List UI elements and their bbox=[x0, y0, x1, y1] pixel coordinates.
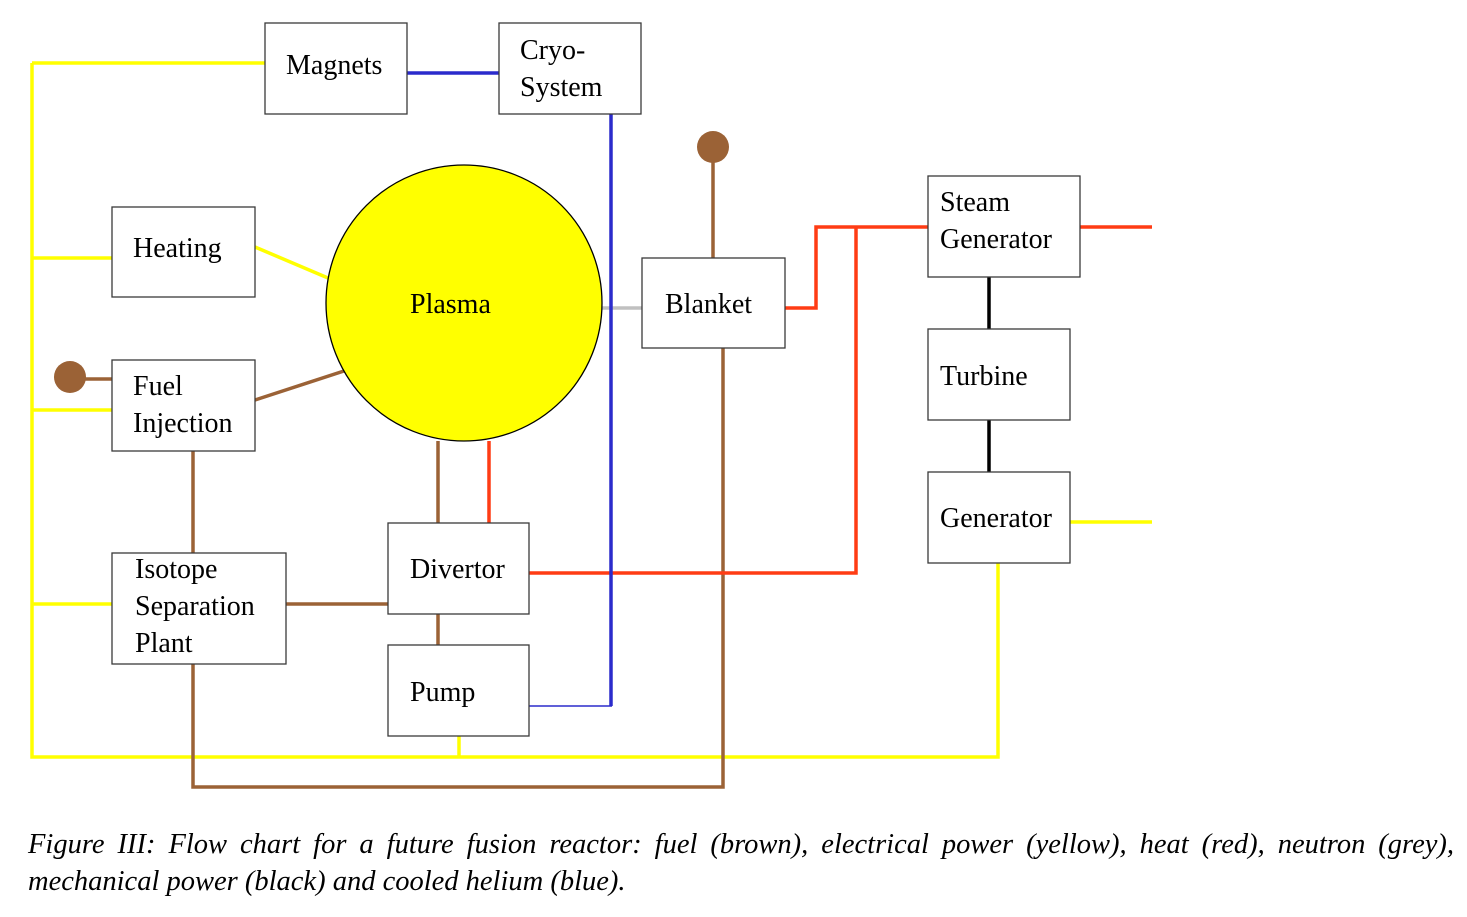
generator-label: Generator bbox=[940, 503, 1053, 534]
figure-caption: Figure III: Flow chart for a future fusi… bbox=[28, 829, 1454, 897]
blanket-box: Blanket bbox=[641, 257, 786, 349]
label-line: Turbine bbox=[940, 361, 1028, 392]
pump-box: Pump bbox=[387, 644, 530, 737]
label-line: Plasma bbox=[410, 289, 491, 320]
label-line: Injection bbox=[133, 408, 233, 439]
label-line: Blanket bbox=[665, 289, 752, 320]
turbine-box: Turbine bbox=[927, 328, 1071, 421]
generator-box: Generator bbox=[927, 471, 1071, 564]
divertor-box: Divertor bbox=[387, 522, 530, 615]
fuel-lines bbox=[70, 148, 725, 789]
cryo-system-label: Cryo- System bbox=[520, 35, 603, 103]
label-line: Steam bbox=[940, 187, 1010, 218]
plasma-node: Plasma bbox=[325, 164, 603, 442]
label-line: Separation bbox=[135, 591, 255, 622]
label-line: Magnets bbox=[286, 50, 382, 81]
magnets-label: Magnets bbox=[286, 50, 382, 81]
turbine-label: Turbine bbox=[940, 361, 1028, 392]
heat-lines bbox=[487, 225, 1152, 575]
helium-lines-main bbox=[407, 71, 613, 706]
label-line: Heating bbox=[133, 233, 222, 264]
divertor-label: Divertor bbox=[410, 554, 506, 585]
label-line: Generator bbox=[940, 503, 1053, 534]
heating-box: Heating bbox=[111, 206, 256, 298]
plasma-label: Plasma bbox=[410, 289, 491, 320]
label-line: Plant bbox=[135, 628, 193, 659]
label-line: Fuel bbox=[133, 371, 183, 402]
label-line: Isotope bbox=[135, 554, 217, 585]
label-line: System bbox=[520, 72, 603, 103]
label-line: Generator bbox=[940, 224, 1053, 255]
heating-label: Heating bbox=[133, 233, 222, 264]
label-line: Pump bbox=[410, 677, 475, 708]
magnets-box: Magnets bbox=[264, 22, 408, 115]
cryo-system-box: Cryo- System bbox=[498, 22, 642, 115]
blanket-source-dot bbox=[697, 131, 729, 163]
blanket-label: Blanket bbox=[665, 289, 752, 320]
electrical-power-bus bbox=[30, 61, 1152, 759]
label-line: Cryo- bbox=[520, 35, 585, 66]
pump-label: Pump bbox=[410, 677, 475, 708]
label-line: Divertor bbox=[410, 554, 506, 585]
fuel-injection-source-dot bbox=[54, 361, 86, 393]
